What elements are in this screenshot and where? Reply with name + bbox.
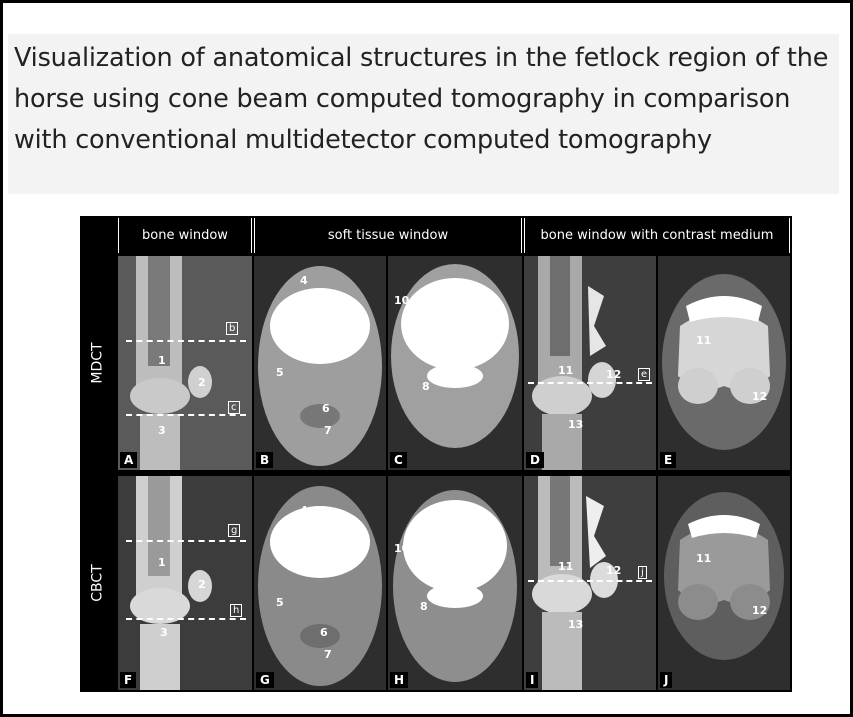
structure-9-h: 9 — [454, 582, 462, 595]
structure-1-f: 1 — [158, 556, 166, 569]
structure-5: 5 — [276, 366, 284, 379]
structure-12-e: 12 — [752, 390, 768, 403]
line-g — [126, 540, 246, 542]
panel-d: e 11 12 13 D — [524, 256, 656, 470]
structure-8-h: 8 — [420, 600, 428, 613]
line-h — [126, 618, 246, 620]
panel-f: g h 1 2 3 F — [118, 476, 252, 690]
structure-12-i: 12 — [606, 564, 622, 577]
structure-11-j: 11 — [696, 552, 712, 565]
panel-label-e: E — [660, 452, 677, 468]
panel-f-image — [130, 476, 212, 690]
line-label-j: j — [638, 566, 647, 579]
line-b — [126, 340, 246, 342]
panel-d-image — [532, 256, 616, 470]
line-label-e: e — [638, 368, 651, 381]
panel-g-image — [258, 486, 382, 686]
panel-label-j: J — [660, 672, 673, 688]
structure-2-f: 2 — [198, 578, 206, 591]
line-c — [126, 414, 246, 416]
structure-10-h: 10 — [394, 542, 410, 555]
structure-10: 10 — [394, 294, 410, 307]
panel-j: 11 12 J — [658, 476, 790, 690]
structure-13-i: 13 — [568, 618, 584, 631]
panel-i-image — [532, 476, 618, 690]
row-label-mdct: MDCT — [90, 342, 106, 384]
panel-a: b c 1 2 3 A — [118, 256, 252, 470]
panel-e: 11 12 E — [658, 256, 790, 470]
header-bone-window: bone window — [118, 218, 252, 253]
panel-e-image — [662, 274, 786, 450]
header-bone-contrast: bone window with contrast medium — [524, 218, 790, 253]
panel-b: 4 5 6 7 B — [254, 256, 386, 470]
structure-3: 3 — [158, 424, 166, 437]
panel-label-h: H — [390, 672, 409, 688]
panel-a-image — [118, 256, 252, 470]
structure-7-g: 7 — [324, 648, 332, 661]
page-title: Visualization of anatomical structures i… — [14, 43, 829, 155]
panel-c-image — [391, 264, 519, 448]
row-label-cbct: CBCT — [90, 564, 106, 602]
panel-h-image — [393, 490, 517, 682]
panel-h: 10 9 8 H — [388, 476, 522, 690]
line-label-g: g — [228, 524, 241, 537]
structure-6: 6 — [322, 402, 330, 415]
structure-11: 11 — [558, 364, 574, 377]
line-label-b: b — [226, 322, 239, 335]
panel-label-f: F — [120, 672, 137, 688]
line-e — [528, 382, 652, 384]
structure-3-f: 3 — [160, 626, 168, 639]
panel-g: 4 5 6 7 G — [254, 476, 386, 690]
panel-label-b: B — [256, 452, 274, 468]
line-label-h: h — [230, 604, 243, 617]
header-soft-tissue-window: soft tissue window — [254, 218, 522, 253]
panel-j-image — [664, 492, 784, 660]
structure-11-i: 11 — [558, 560, 574, 573]
panel-label-c: C — [390, 452, 407, 468]
title-box: Visualization of anatomical structures i… — [8, 34, 839, 194]
line-label-c: c — [228, 401, 240, 414]
structure-4: 4 — [300, 274, 308, 287]
line-j — [528, 580, 652, 582]
panel-i: j 11 12 13 I — [524, 476, 656, 690]
structure-9: 9 — [454, 360, 462, 373]
panel-label-g: G — [256, 672, 274, 688]
structure-4-g: 4 — [300, 504, 308, 517]
structure-2: 2 — [198, 376, 206, 389]
structure-7: 7 — [324, 424, 332, 437]
panel-b-image — [258, 266, 382, 466]
structure-8: 8 — [422, 380, 430, 393]
structure-12: 12 — [606, 368, 622, 381]
structure-1: 1 — [158, 354, 166, 367]
structure-11-e: 11 — [696, 334, 712, 347]
structure-6-g: 6 — [320, 626, 328, 639]
structure-12-j: 12 — [752, 604, 768, 617]
panel-label-d: D — [526, 452, 544, 468]
structure-13: 13 — [568, 418, 584, 431]
panel-label-a: A — [120, 452, 138, 468]
panel-c: 10 9 8 C — [388, 256, 522, 470]
figure: bone window soft tissue window bone wind… — [80, 216, 792, 692]
structure-5-g: 5 — [276, 596, 284, 609]
panel-label-i: I — [526, 672, 539, 688]
